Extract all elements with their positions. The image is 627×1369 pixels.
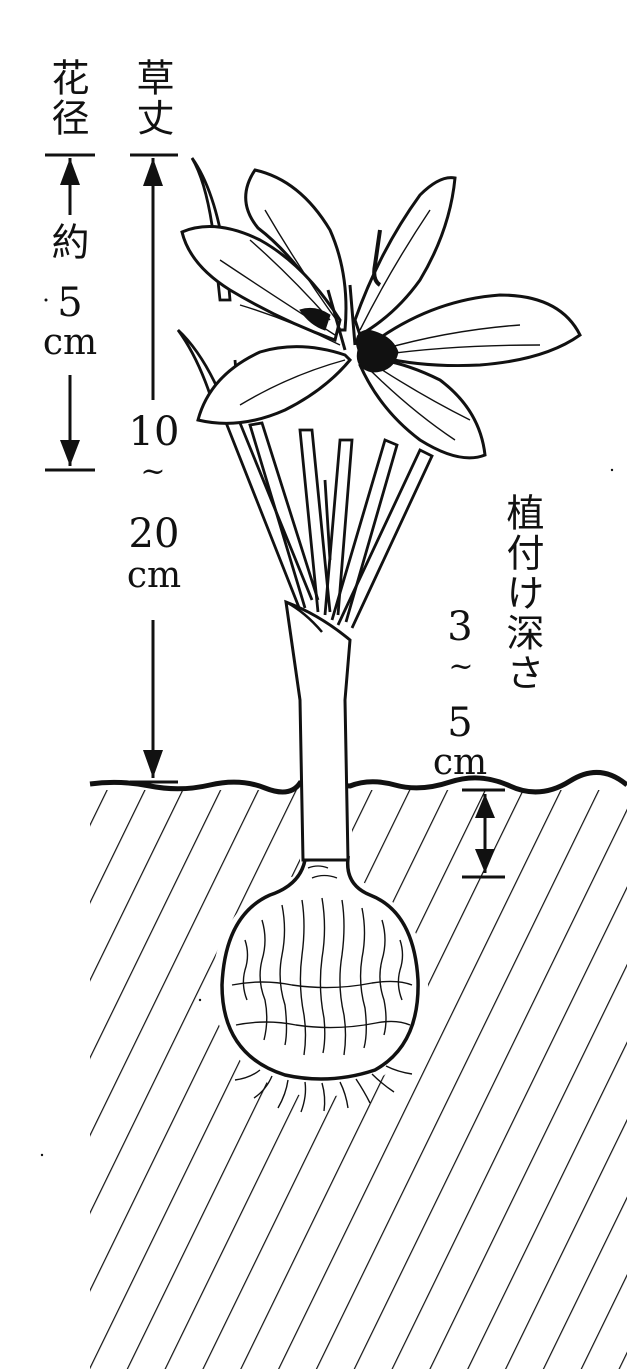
- planting-depth-label: 植付け深さ: [500, 493, 544, 693]
- plant-height-unit: cm: [126, 555, 182, 596]
- bulb: [220, 853, 420, 1081]
- plant-height-max: 20: [128, 511, 180, 557]
- plant-height-min: 10: [128, 409, 180, 455]
- ground-line: [89, 769, 627, 795]
- flower-diameter-label: 花径: [45, 58, 89, 138]
- planting-depth-separator: ~: [448, 649, 474, 684]
- planting-depth-min: 3: [447, 604, 473, 650]
- flower-diameter-prefix: 約: [45, 222, 89, 262]
- flower-diameter-value: 5: [57, 280, 83, 326]
- planting-depth-max: 5: [447, 700, 473, 746]
- flower: [180, 168, 582, 460]
- flower-diameter-unit: cm: [42, 322, 98, 363]
- flower-center: [299, 229, 399, 373]
- planting-depth-unit: cm: [432, 742, 488, 783]
- stem: [284, 599, 352, 862]
- plant-height-separator: ~: [140, 454, 166, 489]
- roots: [234, 1065, 413, 1113]
- plant-height-label: 草丈: [130, 58, 174, 138]
- dimension-lines: [45, 153, 505, 879]
